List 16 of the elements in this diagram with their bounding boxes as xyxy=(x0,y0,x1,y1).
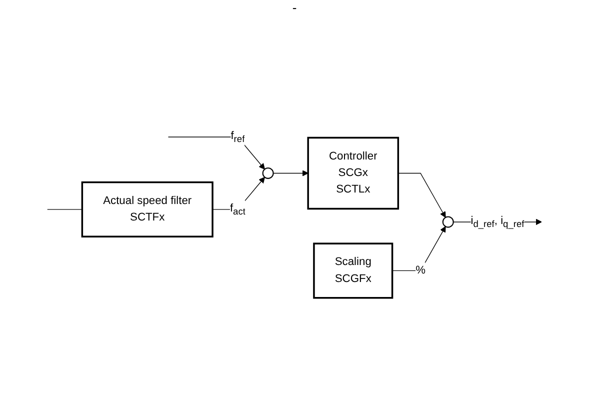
arrow xyxy=(272,170,308,176)
edge-label: f$_{act}$ xyxy=(230,202,246,216)
node-box: Controller SCGx SCTLx xyxy=(307,136,400,210)
connector xyxy=(47,208,83,210)
arrow xyxy=(168,136,265,170)
node-box: Actual speed filter SCTFx xyxy=(81,181,214,238)
edge-label: i$_{d_ref}$, i$_{q_ref}$ xyxy=(470,214,524,229)
node-box: Scaling SCGFx xyxy=(313,242,394,299)
node-circle xyxy=(442,216,454,228)
edge-label: f$_{ref}$ xyxy=(230,130,245,144)
edge-label: % xyxy=(416,264,426,276)
arrow xyxy=(398,172,446,218)
sign-label: - xyxy=(292,0,297,15)
node-circle xyxy=(262,167,274,179)
arrow xyxy=(392,226,446,271)
arrow xyxy=(212,176,265,210)
